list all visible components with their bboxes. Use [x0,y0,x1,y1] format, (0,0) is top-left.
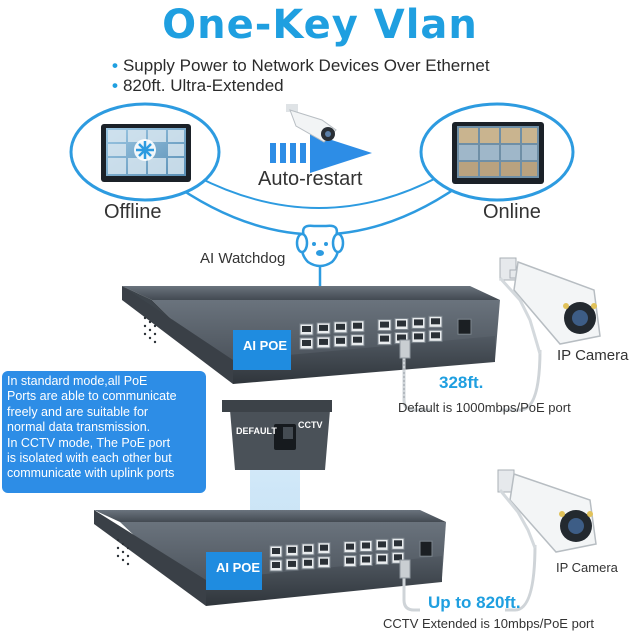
info-line: freely and are suitable for [7,404,149,419]
bullet-text: 820ft. Ultra-Extended [122,76,284,95]
rj45-port-socket [304,559,312,566]
brand-label-bottom: AI POE [216,560,261,575]
rj45-port-socket [336,337,345,344]
default-speed-label: Default is 1000mbps/PoE port [398,400,571,415]
online-monitor-icon [419,102,575,202]
rj45-port-socket [320,544,328,551]
rj45-port-socket [353,322,362,329]
brand-label-top: AI POE [243,338,288,353]
bullet-dot: • [112,56,118,75]
ip-camera-top-icon [498,257,601,355]
rj45-port-socket [319,324,328,331]
rj45-port-socket [346,543,354,550]
offline-label: Offline [104,201,162,223]
bullet-dot: • [112,76,118,95]
ip-camera-bottom-label: IP Camera [556,560,618,575]
bullet-distance: •820ft. Ultra-Extended [112,76,284,96]
arrow-right-icon [270,133,372,173]
toggle-default-label: DEFAULT [236,426,277,436]
rj45-port-socket [272,548,280,554]
rj45-port-socket [288,546,296,553]
rj45-port-socket [272,562,280,568]
rj45-port-socket [380,335,389,342]
bullet-poe: •Supply Power to Network Devices Over Et… [112,56,490,76]
distance-top-label: 328ft. [439,373,484,392]
rj45-port-socket [394,540,402,547]
page-title: One-Key Vlan [162,2,478,48]
ethernet-cable-bottom [402,560,420,612]
info-line: communicate with uplink ports [7,466,175,481]
toggle-cctv-label: CCTV [298,420,323,430]
rj45-port-socket [397,320,406,327]
rj45-port-socket [320,558,328,565]
offline-monitor-icon [69,102,221,202]
auto-restart-label: Auto-restart [258,168,363,190]
sfp-port [457,318,472,335]
rj45-port-socket [431,332,440,339]
brand-panel-bottom [206,552,262,590]
ip-camera-top-label: IP Camera [557,347,629,364]
info-line: In standard mode,all PoE [7,374,148,388]
rj45-port-socket [302,326,311,332]
info-line: Ports are able to communicate [7,389,177,404]
online-label: Online [483,201,541,223]
rj45-port-socket [397,334,406,341]
mode-info-box: In standard mode,all PoE Ports are able … [2,371,206,493]
rj45-port-socket [336,323,345,330]
port-array-bottom [269,537,433,572]
rj45-port-socket [414,333,423,340]
ethernet-cable-top [402,342,430,412]
cctv-speed-label: CCTV Extended is 10mbps/PoE port [383,616,594,631]
port-array-top [299,315,472,350]
rj45-port-socket [304,545,312,552]
rj45-port-socket [346,557,354,564]
bullet-text: Supply Power to Network Devices Over Eth… [122,56,490,75]
rj45-port-socket [380,321,389,328]
ip-camera-bottom-icon [497,469,597,553]
rj45-port-socket [302,340,311,346]
info-line: is isolated with each other but [7,451,172,466]
info-line: normal data transmission. [7,420,151,435]
camera-icon [286,104,337,143]
connection-arc-inner [195,175,441,209]
rj45-port-socket [362,542,370,549]
dog-icon [295,224,345,268]
info-line: In CCTV mode, The PoE port [7,435,171,450]
ai-watchdog-label: AI Watchdog [200,250,286,267]
rj45-port-socket [394,554,402,561]
rj45-port-socket [319,338,328,345]
brand-panel-top [233,330,291,370]
rj45-port-socket [414,319,423,326]
rj45-port-socket [288,560,296,567]
rj45-port-socket [362,556,370,563]
rj45-port-socket [353,336,362,343]
rj45-port-socket [378,555,386,562]
rj45-port-socket [431,318,440,325]
toggle-switch-icon [222,400,332,470]
sfp-port [419,540,433,557]
rj45-port-socket [378,541,386,548]
distance-bottom-label: Up to 820ft. [428,593,521,612]
